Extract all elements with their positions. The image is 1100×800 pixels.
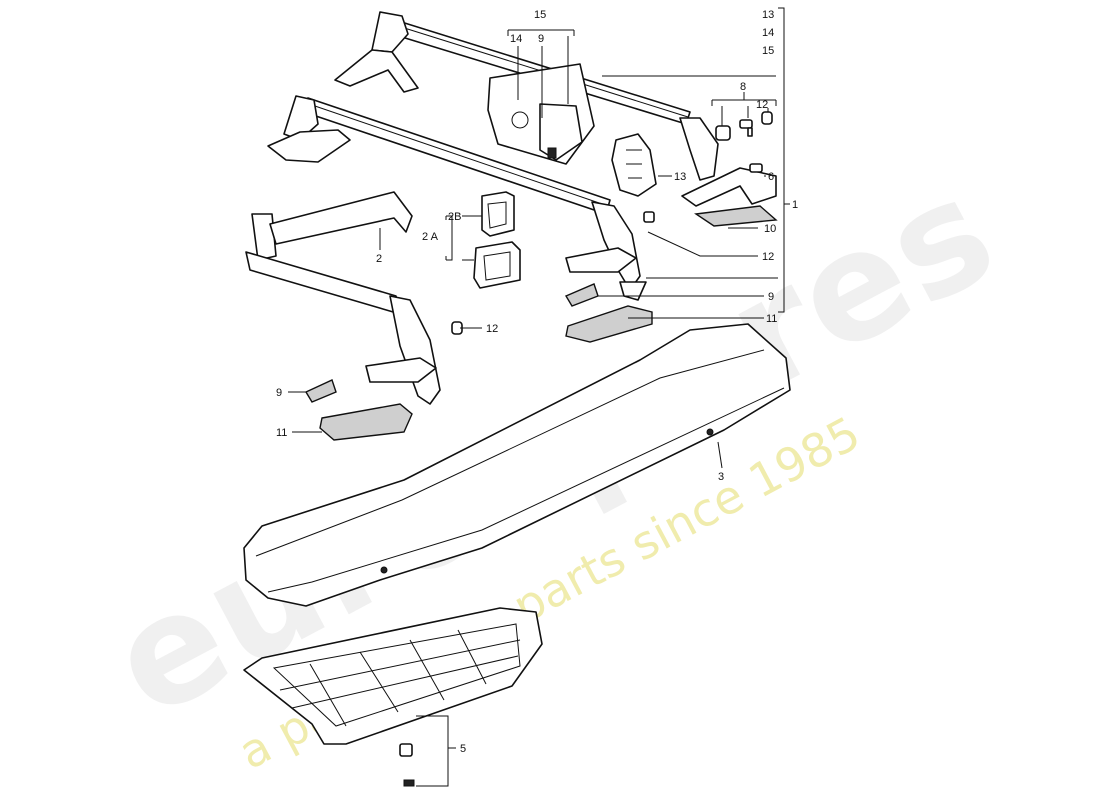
callout-12-left: 12 [486, 323, 498, 335]
callout-12-mid: 12 [762, 251, 774, 263]
bracket-kit [473, 191, 521, 289]
leader-lines [288, 7, 790, 787]
pads-right [564, 205, 778, 343]
callout-1: 1 [792, 199, 798, 211]
callout-2b: 2B [448, 211, 461, 223]
callout-15-top: 15 [534, 9, 546, 21]
callout-14-top: 14 [510, 33, 522, 45]
callout-14-col: 14 [762, 27, 774, 39]
roof-box [243, 323, 791, 607]
front-roof-bar [267, 95, 647, 301]
callout-6: 6 [768, 171, 774, 183]
lock-kit-bag [487, 63, 595, 165]
screw-hardware [451, 111, 773, 335]
callout-9-left: 9 [276, 387, 282, 399]
callout-2a: 2 A [422, 231, 439, 243]
callout-2: 2 [376, 253, 382, 265]
callout-5: 5 [460, 743, 466, 755]
callout-15-col: 15 [762, 45, 774, 57]
base-rack [245, 191, 441, 441]
luggage-basket [243, 607, 543, 787]
callout-3: 3 [718, 471, 724, 483]
callout-12-top: 12 [756, 99, 768, 111]
callout-9-top: 9 [538, 33, 544, 45]
callout-11-right: 11 [766, 313, 777, 325]
callout-8: 8 [740, 81, 746, 93]
callout-13-col: 13 [762, 9, 774, 21]
callout-labels: 13 14 15 15 14 9 8 12 6 13 1 10 12 9 11 … [276, 9, 798, 755]
callout-13-right: 13 [674, 171, 686, 183]
callout-9-right: 9 [768, 291, 774, 303]
callout-11-left: 11 [276, 427, 287, 439]
clamp-13 [611, 133, 657, 197]
callout-10: 10 [764, 223, 776, 235]
